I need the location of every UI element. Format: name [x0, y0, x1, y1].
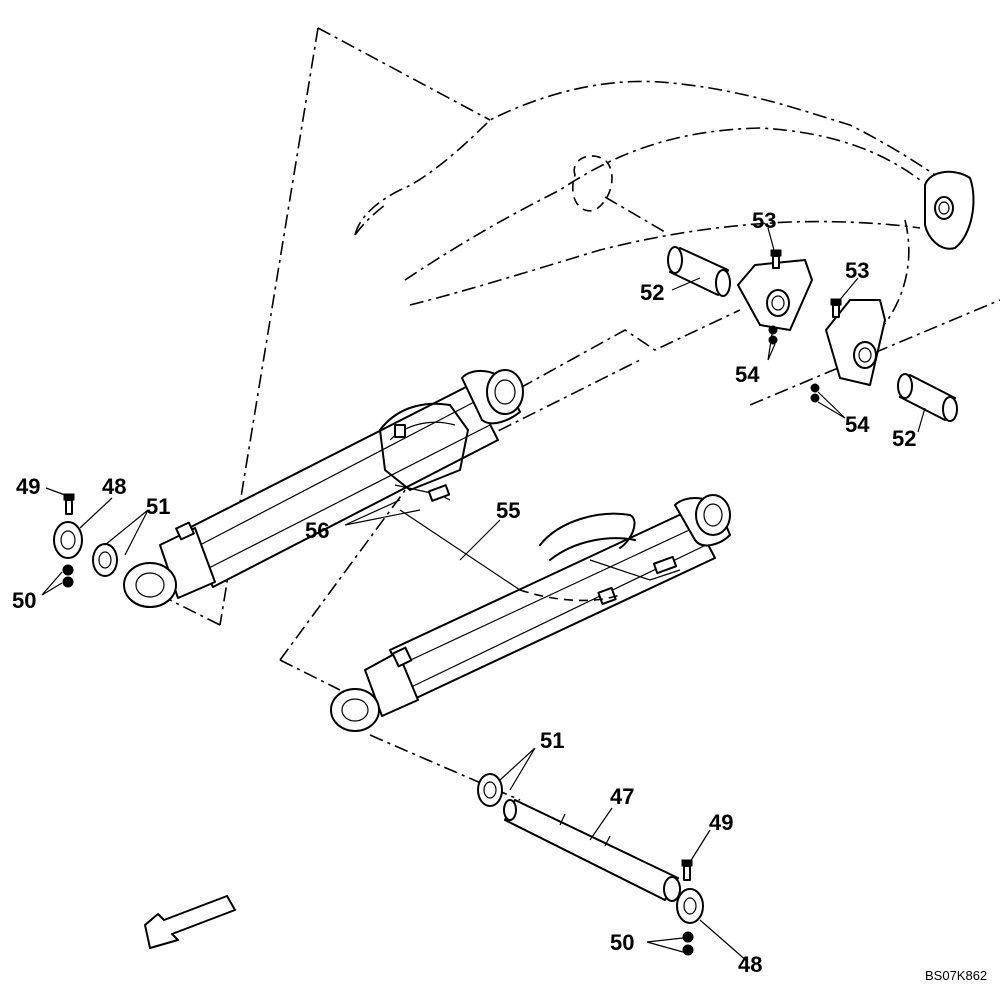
callout-50-left: 50: [12, 588, 36, 613]
callout-53-left: 53: [752, 208, 776, 233]
callout-52-lower: 52: [892, 426, 916, 451]
upper-hydraulic-cylinder: [123, 369, 524, 608]
boom-outline: [354, 80, 1000, 406]
callout-47: 47: [610, 784, 634, 809]
callout-55: 55: [496, 498, 520, 523]
direction-arrow-icon: [144, 895, 236, 949]
callout-49-left: 49: [16, 474, 40, 499]
callout-54-right: 54: [845, 412, 870, 437]
callout-53-right: 53: [845, 258, 869, 283]
left-hardware: [53, 493, 118, 588]
lower-hardware: [477, 773, 704, 956]
upper-pin-assembly: [667, 246, 958, 422]
clamp-wire: [399, 509, 621, 602]
callout-51-left: 51: [146, 494, 170, 519]
callout-51-lower: 51: [540, 728, 564, 753]
lower-hydraulic-cylinder: [330, 494, 731, 732]
callout-56: 56: [305, 518, 329, 543]
callout-48-left: 48: [102, 474, 126, 499]
callout-54-left: 54: [735, 362, 760, 387]
leader-lines: [41, 227, 926, 963]
callouts: 49 48 51 50 52 53 53 54 54 52 55 56 51 4…: [12, 208, 916, 977]
callout-49-lower: 49: [709, 810, 733, 835]
boom-tip-bracket: [924, 170, 975, 250]
callout-50-lower: 50: [610, 930, 634, 955]
callout-48-lower: 48: [738, 952, 762, 977]
callout-52-upper: 52: [640, 280, 664, 305]
drawing-code: BS07K862: [925, 968, 987, 983]
